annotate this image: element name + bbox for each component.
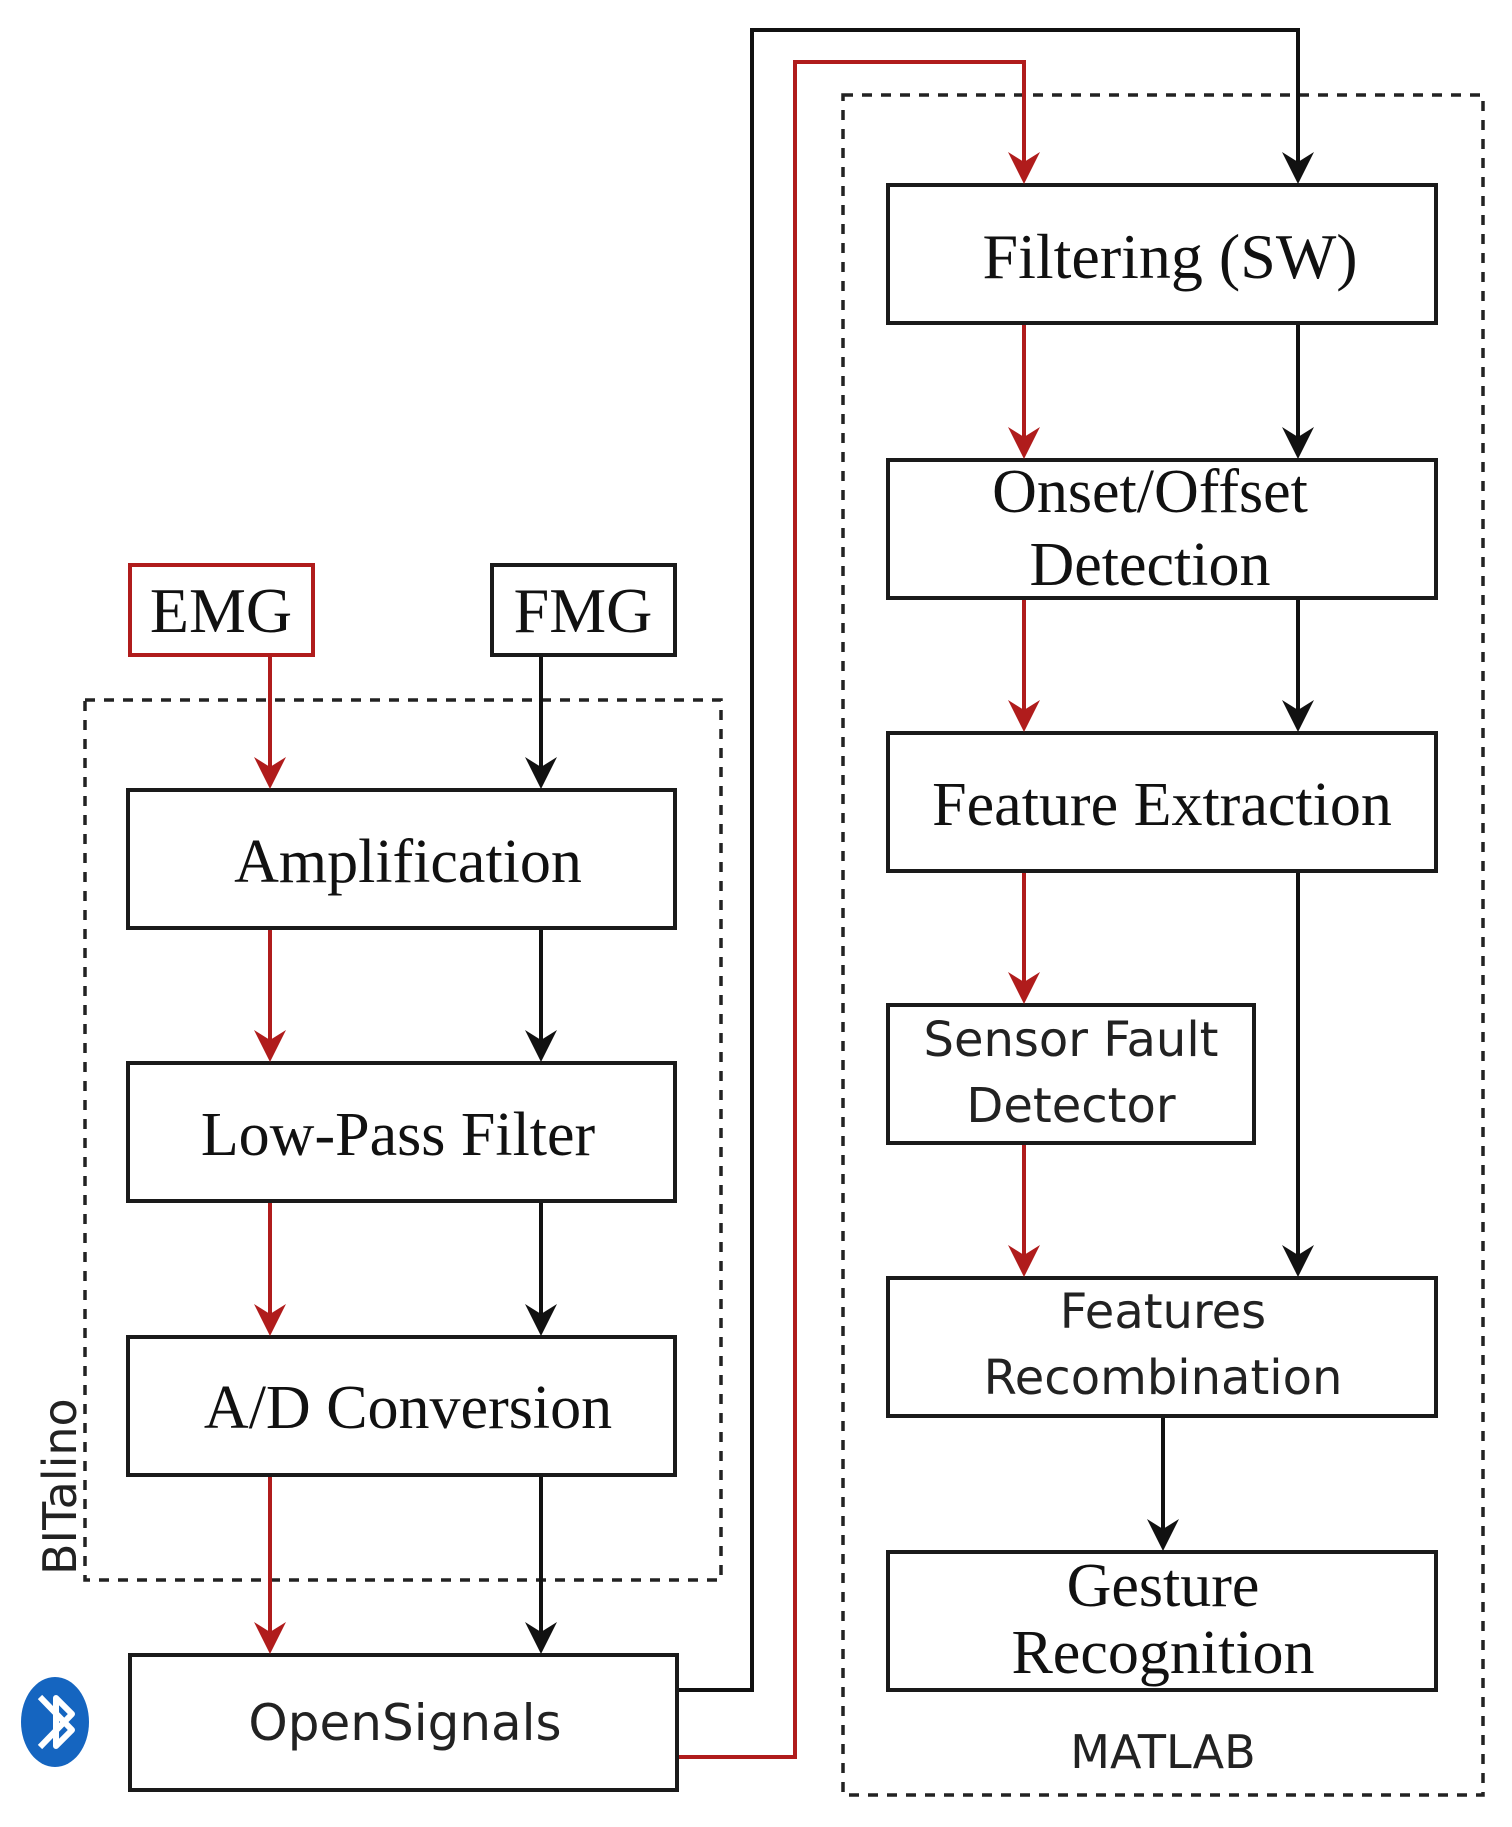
bitalino-group	[83, 698, 723, 1582]
gesture-label-line2: Recognition	[1011, 1619, 1314, 1687]
opensignals-label: OpenSignals	[248, 1694, 561, 1752]
amplification-block: Amplification	[126, 788, 677, 930]
amplification-label: Amplification	[234, 828, 582, 896]
gesture-label-line1: Gesture	[1067, 1552, 1260, 1620]
emg-label: EMG	[150, 575, 292, 646]
filtering-block: Filtering (SW)	[886, 183, 1438, 325]
fmg-route-to-filtering	[679, 28, 1314, 1692]
bluetooth-icon	[21, 1677, 89, 1767]
feature-extraction-block: Feature Extraction	[886, 731, 1438, 873]
fmg-label: FMG	[514, 575, 653, 646]
onset-offset-detection-block: Onset/Offset Detection	[886, 458, 1438, 600]
low-pass-filter-label: Low-Pass Filter	[201, 1101, 596, 1169]
sensor-fault-label-line2: Detector	[966, 1078, 1175, 1134]
recombination-label-line2: Recombination	[984, 1350, 1343, 1406]
gesture-recognition-block: Gesture Recognition	[886, 1550, 1438, 1692]
low-pass-filter-block: Low-Pass Filter	[126, 1061, 677, 1203]
filtering-label: Filtering (SW)	[982, 221, 1357, 292]
ad-conversion-block: A/D Conversion	[126, 1335, 677, 1477]
opensignals-block: OpenSignals	[128, 1653, 679, 1792]
emg-input-block: EMG	[128, 563, 315, 657]
bitalino-label: BITalino	[33, 1398, 87, 1575]
sensor-fault-detector-block: Sensor Fault Detector	[886, 1003, 1256, 1145]
emg-route-to-filtering	[679, 60, 1040, 1759]
feature-extraction-label: Feature Extraction	[932, 771, 1392, 839]
ad-conversion-label: A/D Conversion	[204, 1374, 612, 1442]
matlab-label: MATLAB	[1070, 1725, 1255, 1779]
fmg-input-block: FMG	[490, 563, 677, 657]
matlab-group	[841, 93, 1485, 1797]
features-recombination-block: Features Recombination	[886, 1276, 1438, 1418]
onset-offset-label-line2: Detection	[1029, 531, 1270, 599]
recombination-label-line1: Features	[1060, 1284, 1266, 1340]
sensor-fault-label-line1: Sensor Fault	[924, 1012, 1219, 1068]
onset-offset-label-line1: Onset/Offset	[992, 458, 1308, 526]
